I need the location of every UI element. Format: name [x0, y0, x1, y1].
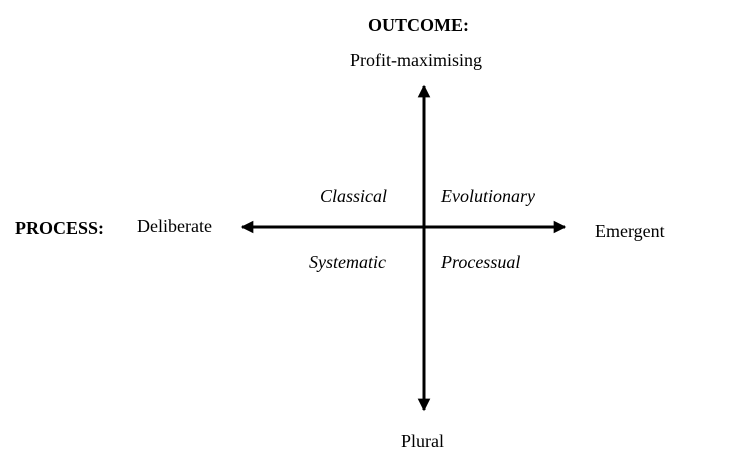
outcome-top-label: Profit-maximising: [350, 50, 482, 70]
process-right-label: Emergent: [595, 221, 665, 241]
quadrant-bottom-left: Systematic: [309, 252, 386, 272]
outcome-heading: OUTCOME:: [368, 15, 469, 35]
quadrant-bottom-right: Processual: [441, 252, 521, 272]
outcome-bottom-label: Plural: [401, 431, 444, 451]
quadrant-top-right: Evolutionary: [441, 186, 535, 206]
quadrant-top-left: Classical: [320, 186, 388, 206]
process-left-label: Deliberate: [137, 216, 212, 236]
process-heading: PROCESS:: [15, 218, 105, 238]
